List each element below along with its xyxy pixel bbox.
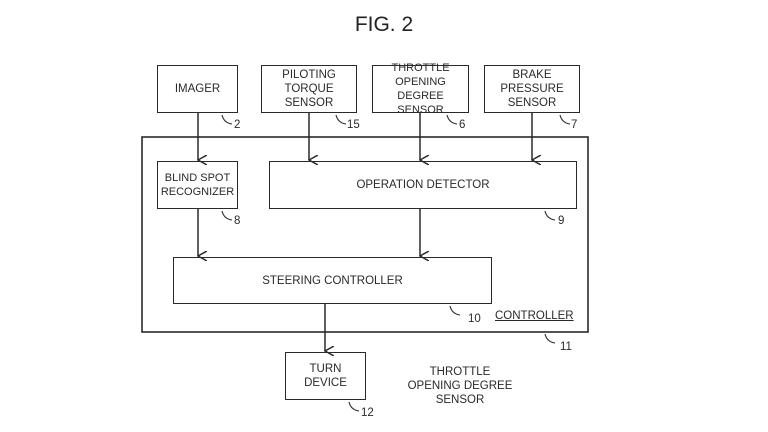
ref-numeral-7: 7 (571, 119, 578, 131)
leader-10 (449, 305, 461, 316)
controller-container (141, 136, 589, 333)
imager-label: IMAGER (174, 83, 221, 95)
leader-9 (544, 210, 556, 221)
brake-pressure-sensor-block: BRAKE PRESSURE SENSOR (484, 65, 580, 113)
piloting-torque-sensor-block: PILOTING TORQUE SENSOR (261, 65, 357, 113)
controller-label: CONTROLLER (495, 310, 574, 322)
ref-numeral-8: 8 (234, 215, 241, 227)
stray-throttle-label: THROTTLE OPENING DEGREE SENSOR (407, 366, 513, 406)
operation-detector-label: OPERATION DETECTOR (356, 179, 490, 191)
blind-spot-recognizer-label: BLIND SPOT RECOGNIZER (160, 172, 235, 198)
steering-controller-block: STEERING CONTROLLER (173, 257, 492, 304)
piloting-torque-sensor-label: PILOTING TORQUE SENSOR (282, 69, 336, 109)
ref-numeral-15: 15 (347, 119, 360, 131)
blind-spot-recognizer-block: BLIND SPOT RECOGNIZER (157, 161, 238, 209)
turn-device-block: TURN DEVICE (285, 352, 366, 400)
ref-numeral-10: 10 (468, 313, 481, 325)
ref-numeral-11: 11 (560, 341, 572, 353)
turn-device-label: TURN DEVICE (304, 363, 347, 389)
operation-detector-block: OPERATION DETECTOR (269, 161, 577, 209)
figure-title: FIG. 2 (354, 13, 414, 36)
throttle-sensor-block: THROTTLE OPENING DEGREE SENSOR (372, 62, 469, 116)
leader-15 (335, 114, 347, 125)
leader-6 (446, 114, 458, 125)
leader-7 (559, 114, 571, 125)
throttle-sensor-label: THROTTLE OPENING DEGREE SENSOR (391, 62, 450, 116)
leader-2 (221, 114, 233, 125)
leader-8 (221, 210, 233, 221)
ref-numeral-12: 12 (361, 407, 374, 419)
leader-11 (544, 333, 556, 344)
leader-12 (348, 401, 360, 412)
steering-controller-label: STEERING CONTROLLER (262, 274, 403, 287)
ref-numeral-9: 9 (558, 215, 565, 227)
ref-numeral-2: 2 (234, 119, 241, 131)
brake-pressure-sensor-label: BRAKE PRESSURE SENSOR (500, 69, 564, 109)
imager-block: IMAGER (157, 65, 238, 113)
ref-numeral-6: 6 (459, 119, 466, 131)
